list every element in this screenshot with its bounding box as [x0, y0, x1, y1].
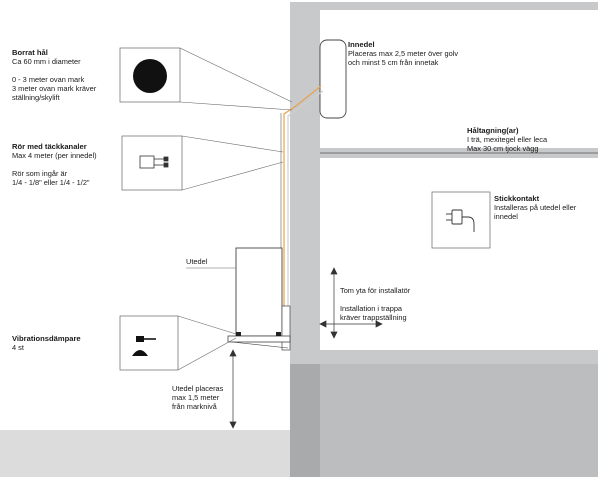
pipe-callout-box [121, 135, 183, 191]
label-tom-yta: Tom yta för installatör Installation i t… [340, 286, 410, 322]
ground [0, 430, 290, 477]
damper-foot [236, 332, 241, 336]
label-stickkontakt: Stickkontakt Installeras på utedel eller… [494, 194, 576, 221]
damper-icon [132, 336, 156, 356]
label-line [12, 66, 96, 75]
label-ror: Rör med täckkanaler Max 4 meter (per inn… [12, 142, 97, 187]
label-line: och minst 5 cm från innetak [348, 58, 439, 67]
label-line: Utedel placeras [172, 384, 224, 393]
label-line: från marknivå [172, 402, 217, 411]
label-title: Borrat hål [12, 48, 48, 57]
label-line: Ca 60 mm i diameter [12, 57, 81, 66]
lower-room [320, 158, 598, 350]
label-line [340, 295, 410, 304]
label-title: Vibrationsdämpare [12, 334, 81, 343]
label-line: Tom yta för installatör [340, 286, 411, 295]
outdoor-unit-side [281, 305, 291, 351]
label-title: Innedel [348, 40, 375, 49]
damper-foot [276, 332, 281, 336]
clearance-arrow-vertical [330, 267, 338, 339]
label-line: innedel [494, 212, 518, 221]
outdoor-unit [235, 247, 283, 337]
floor-slab [320, 364, 598, 477]
label-line: Max 30 cm tjock vägg [467, 144, 539, 153]
plug-icon [446, 209, 475, 232]
plug-callout-box [431, 191, 491, 249]
label-line: Installation i trappa [340, 304, 403, 313]
wall-bracket [227, 335, 291, 343]
label-innedel: Innedel Placeras max 2,5 meter över golv… [348, 40, 458, 67]
pipe-icon [139, 155, 169, 169]
damper-callout-box [119, 315, 179, 371]
label-line: 0 - 3 meter ovan mark [12, 75, 85, 84]
label-line: 1/4 - 1/8" eller 1/4 - 1/2" [12, 178, 90, 187]
hole-icon [133, 59, 167, 93]
label-borrat-hal: Borrat hål Ca 60 mm i diameter 0 - 3 met… [12, 48, 96, 102]
label-utedel: Utedel [186, 257, 207, 266]
label-line: Rör som ingår är [12, 169, 68, 178]
label-title: Stickkontakt [494, 194, 540, 203]
label-line: 3 meter ovan mark kräver [12, 84, 97, 93]
label-line: Utedel [186, 257, 208, 266]
label-haltagning: Håltagning(ar) I trä, mexitegel eller le… [467, 126, 547, 153]
label-line: Max 4 meter (per innedel) [12, 151, 97, 160]
drain-pipe [287, 90, 324, 312]
label-line: ställning/skylift [12, 93, 60, 102]
outdoor-height-arrow [229, 349, 237, 429]
foundation [290, 364, 320, 477]
label-line [12, 160, 97, 169]
label-line: max 1,5 meter [172, 393, 220, 402]
clearance-arrow-horizontal [319, 320, 383, 328]
indoor-unit [319, 39, 347, 119]
upper-room [320, 10, 598, 148]
label-utedel-placering: Utedel placeras max 1,5 meter från markn… [172, 384, 223, 411]
label-vibration: Vibrationsdämpare 4 st [12, 334, 81, 352]
label-line: kräver trappställning [340, 313, 407, 322]
label-title: Rör med täckkanaler [12, 142, 87, 151]
label-line: I trä, mexitegel eller leca [467, 135, 548, 144]
label-line: Installeras på utedel eller [494, 203, 577, 212]
label-title: Håltagning(ar) [467, 126, 519, 135]
label-line: 4 st [12, 343, 24, 352]
label-line: Placeras max 2,5 meter över golv [348, 49, 459, 58]
